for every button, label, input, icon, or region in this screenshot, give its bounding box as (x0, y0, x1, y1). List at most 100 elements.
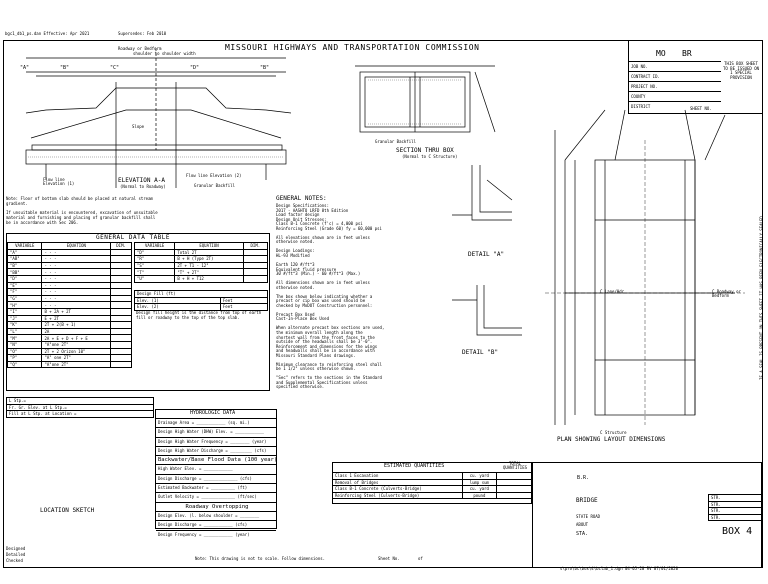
hydrologic-row: Design High Water Discharge = _________ … (156, 445, 276, 455)
general-note-line: Equivalent fluid pressure (276, 266, 337, 272)
general-note-line: and headwalls shall be in accordance wit… (276, 348, 375, 354)
general-notes-body: Design Specifications:2017 - AASHTO LRFD… (276, 203, 438, 390)
file-info-mid: Supersedes: Feb 2010 (118, 31, 167, 36)
plan-label: PLAN SHOWING LAYOUT DIMENSIONS (557, 436, 666, 443)
hydrologic-row: Design High Water Frequency = ________ (… (156, 436, 276, 446)
gdt-right-row: "D"Total 2T (133, 248, 269, 257)
gdt-left-row: "I"B + 2A + 2T (6, 307, 132, 316)
general-note-line: and Supplemental Specifications unless (276, 379, 368, 385)
general-note-line: Precast Box Used (276, 311, 315, 317)
gdt-left-cell (110, 347, 132, 356)
general-note-line: 30 #/ft^3 (Min.) - 60 #/ft^3 (Max.) (276, 271, 361, 277)
rt-row: CONTRACT ID. (629, 71, 721, 81)
signoff-checked: Checked (6, 558, 23, 563)
rt-notes: THIS BOX SHEET TO BE ISSUED ON 1 SPECIAL… (722, 61, 760, 80)
gdt-left-cell: "A" one 2T" (41, 354, 112, 362)
gdt-right-cell: Total 2T (174, 248, 244, 257)
gdt-left-row: "Q""A"one 2T" (6, 360, 132, 369)
location-sketch-label: LOCATION SKETCH (40, 507, 95, 514)
gdt-left-row: "M"2A + E + D + F + E (6, 334, 132, 342)
gdt-right-cell (242, 268, 269, 276)
gdt-left-cell: 2T + 2(B + 1) (41, 321, 112, 329)
gdt-right-row: "S"2T + T1 - 12" (133, 261, 269, 270)
gdt-left-cell: - - - (41, 294, 112, 303)
gdt-left-cell: - - - (41, 248, 112, 257)
hydrologic-row: Design Discharge = ____________ (cfs) (156, 520, 276, 529)
general-note-line: checked by MoDOT Construction personnel: (276, 302, 373, 308)
station-row-3: Fill at L Stp. at Location = (6, 410, 154, 418)
gdt-left-row: "E"- - - (6, 281, 132, 290)
gdt-left-row: "AB"- - - (6, 255, 132, 263)
gdt-left-cell (110, 354, 132, 362)
shoulder-note: shoulder to shoulder width (133, 51, 196, 56)
gdt-right-cell: "T" + 2T" (174, 268, 244, 276)
gdt-left-cell: - - - (41, 288, 112, 296)
gdt-title: GENERAL DATA TABLE (96, 234, 171, 241)
tb-str-2: STR. (708, 500, 762, 509)
general-data-table (6, 233, 270, 391)
detail-b-label: DETAIL "B" (462, 349, 499, 356)
general-note-line: Design Specifications: (276, 203, 329, 208)
plan-roadway: C Roadway or Bedform (712, 289, 741, 298)
general-note-line: precast or cip box was used should be (276, 298, 366, 304)
general-note-line: Minimum clearance to reinforcing steel s… (276, 361, 382, 367)
gdt-left-cell: - - - (41, 301, 112, 309)
general-note-line: HL-93 Modified (276, 252, 310, 258)
slope-label: Slope (132, 124, 145, 129)
note-floor: Note: Floor of bottom slab should be pla… (6, 196, 153, 206)
gdt-left-cell: "BB" (6, 268, 43, 276)
gdt-left-cell: "E" (6, 281, 43, 290)
gdt-left-cell: "M" (6, 334, 43, 342)
general-note-line: The box shown below indicating whether a (276, 293, 373, 299)
gdt-left-cell: "N" (6, 340, 43, 349)
quantity-row: Class B-1 Concrete (Culverts-Bridge)cu. … (332, 485, 532, 493)
hydrologic-rows: Drainage Area = ____________ (sq. mi.)De… (156, 418, 277, 539)
note-unsuitable: If unsuitable material is encountered, e… (6, 210, 158, 225)
right-top-block (628, 40, 763, 114)
gdt-right-cell: "D" (133, 248, 176, 257)
gdt-left-row: "BB"- - - (6, 268, 132, 276)
general-notes-title: GENERAL NOTES: (276, 195, 327, 202)
quantity-total-cell (496, 491, 532, 500)
general-note-line: shortest wall from the front faces to th… (276, 334, 375, 340)
fill-elev1-unit: Feet (219, 296, 269, 305)
gdt-left-cell (110, 281, 132, 290)
pt-b2: "B" (260, 65, 270, 71)
granular-left: Granular Backfill (194, 183, 235, 188)
roadway-note: Roadway or Bedform (118, 46, 162, 51)
general-note-line: Missouri Standard Plans drawings. (276, 352, 356, 358)
gdt-left-cell: "L" (6, 327, 43, 336)
signoff-designed: Designed (6, 546, 26, 551)
flow-left: Flow line Elevation (1) (43, 177, 75, 186)
elevation-drawing (25, 48, 292, 188)
pt-b: "B" (60, 65, 70, 71)
general-note-line: be 1 1/2" unless otherwise shown. (276, 366, 356, 372)
gdt-left-cell (110, 360, 132, 369)
gdt-right-cell: "R" (133, 255, 176, 263)
gdt-left-cell: "K" (6, 321, 43, 329)
gdt-left-cell: "O" (6, 347, 43, 356)
gdt-left-row: "B"- - - (6, 261, 132, 270)
gdt-left-cell: - - - (41, 261, 112, 270)
gdt-right-row: "T""T" + 2T" (133, 268, 269, 276)
gdt-left-row: "K"2T + 2(B + 1) (6, 321, 132, 329)
file-info-left: bgc1_db1_ps.dan Effective: Apr 2021 (5, 31, 90, 36)
quantities-title: ESTIMATED QUANTITIES (384, 463, 445, 469)
plan-lane: C Lane/Hdr (600, 289, 625, 294)
quantity-row: Reinforcing Steel (Culverts-Bridge)pound (332, 491, 532, 500)
signoff-detailed: Detailed (6, 552, 26, 557)
pt-c: "C" (110, 65, 120, 71)
gdt-left-cell (110, 321, 132, 329)
general-note-line: All elevations shown are in feet unless (276, 234, 370, 240)
gdt-left-row: "F"- - - (6, 288, 132, 296)
quantity-cell: cu. yard (461, 485, 498, 493)
gdt-h-var-r: VARIABLE (133, 242, 176, 250)
quantity-cell: Class 1 Excavation (332, 472, 463, 480)
gdt-left-cell: B + 2A + 2T (41, 307, 112, 316)
quantity-total-cell (496, 478, 532, 487)
tb-str-table: STR. STR. STR. STR. (708, 494, 762, 522)
tb-str-1: STR. (708, 494, 762, 502)
gdt-left-cell: "A"one 2T" (41, 360, 112, 369)
general-note-line: 2017 - AASHTO LRFD 8th Edition (276, 207, 349, 213)
